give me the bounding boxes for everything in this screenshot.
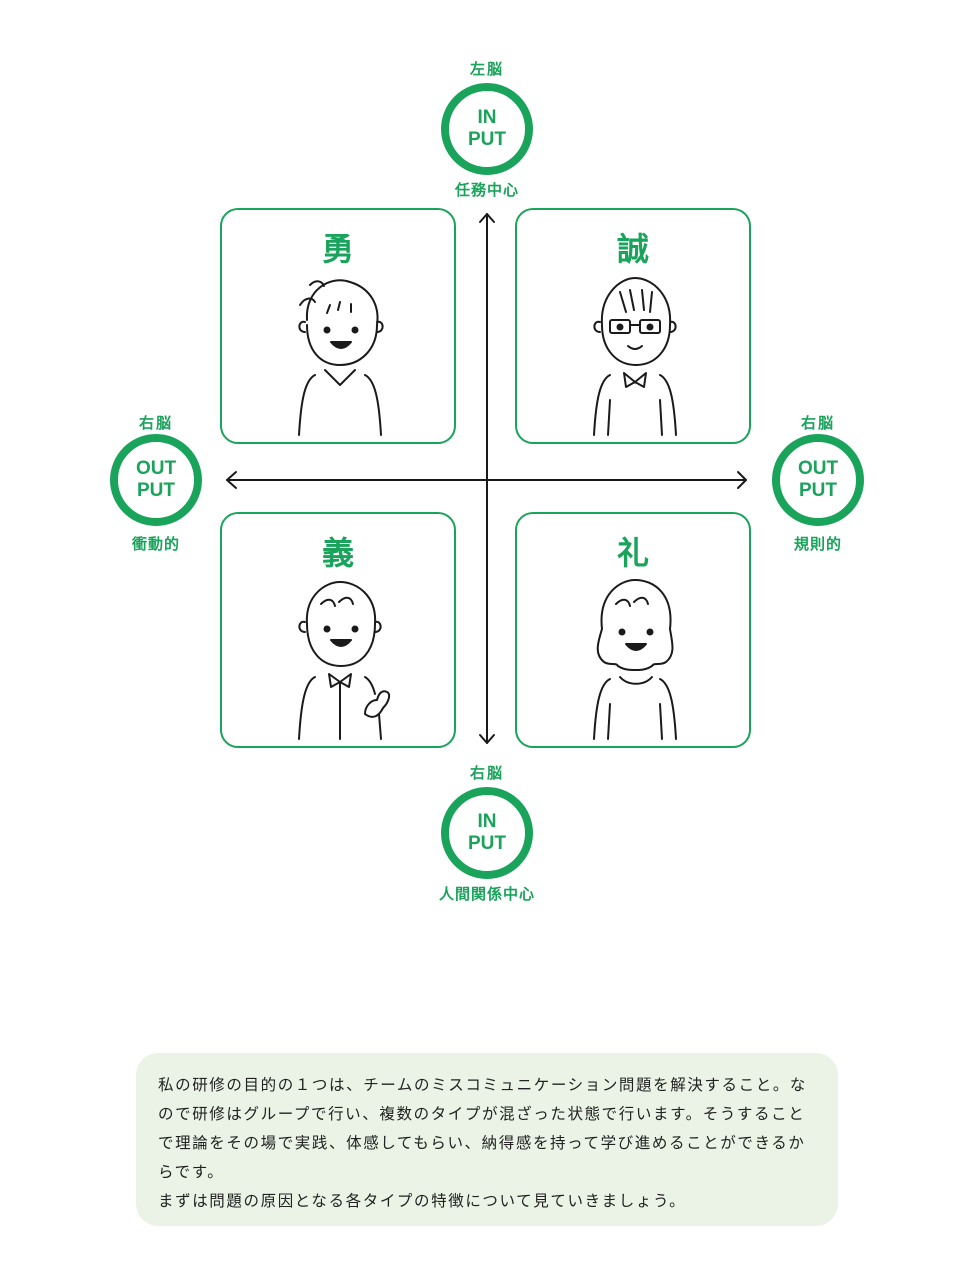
quadrant-righteousness: 義 — [220, 512, 456, 748]
quadrant-courtesy: 礼 — [515, 512, 751, 748]
badge-line2: PUT — [468, 129, 506, 150]
top-caption: 任務中心 — [454, 181, 519, 199]
quadrant-courage: 勇 — [220, 208, 456, 444]
arrow-right-icon — [737, 471, 747, 489]
arrow-down-icon — [479, 734, 495, 744]
top-brain-label: 左脳 — [469, 60, 504, 78]
right-caption: 規則的 — [793, 535, 842, 553]
badge-line1: OUT — [797, 458, 839, 479]
badge-line1: OUT — [135, 458, 177, 479]
badge-line2: PUT — [468, 833, 506, 854]
energetic-person-icon — [298, 279, 384, 436]
bottom-caption: 人間関係中心 — [438, 885, 535, 903]
quadrant-sincerity: 誠 — [515, 208, 751, 444]
badge-line1: IN — [477, 811, 497, 832]
bottom-brain-label: 右脳 — [469, 764, 504, 782]
badge-line1: IN — [477, 107, 497, 128]
quadrant-kanji: 勇 — [321, 230, 354, 268]
badge-line2: PUT — [137, 480, 175, 501]
quadrant-kanji: 義 — [321, 534, 354, 572]
arrow-up-icon — [479, 213, 495, 223]
woman-person-icon — [593, 579, 677, 740]
description-paragraph: 私の研修の目的の１つは、チームのミスコミュニケーション問題を解決すること。なので… — [158, 1076, 808, 1181]
description-panel: 私の研修の目的の１つは、チームのミスコミュニケーション問題を解決すること。なので… — [136, 1053, 838, 1226]
bottom-input-badge: IN PUT — [441, 787, 533, 879]
right-brain-label: 右脳 — [800, 414, 835, 432]
glasses-person-icon — [593, 277, 677, 436]
badge-line2: PUT — [799, 480, 837, 501]
description-paragraph: まずは問題の原因となる各タイプの特徴について見ていきましょう。 — [158, 1192, 687, 1210]
right-output-badge: OUT PUT — [772, 434, 864, 526]
quadrant-kanji: 礼 — [616, 534, 649, 572]
left-brain-label: 右脳 — [138, 414, 173, 432]
top-input-badge: IN PUT — [441, 83, 533, 175]
left-caption: 衝動的 — [131, 535, 180, 553]
thumbs-up-person-icon — [298, 581, 391, 740]
quadrant-kanji: 誠 — [616, 230, 649, 268]
arrow-left-icon — [226, 471, 237, 489]
left-output-badge: OUT PUT — [110, 434, 202, 526]
